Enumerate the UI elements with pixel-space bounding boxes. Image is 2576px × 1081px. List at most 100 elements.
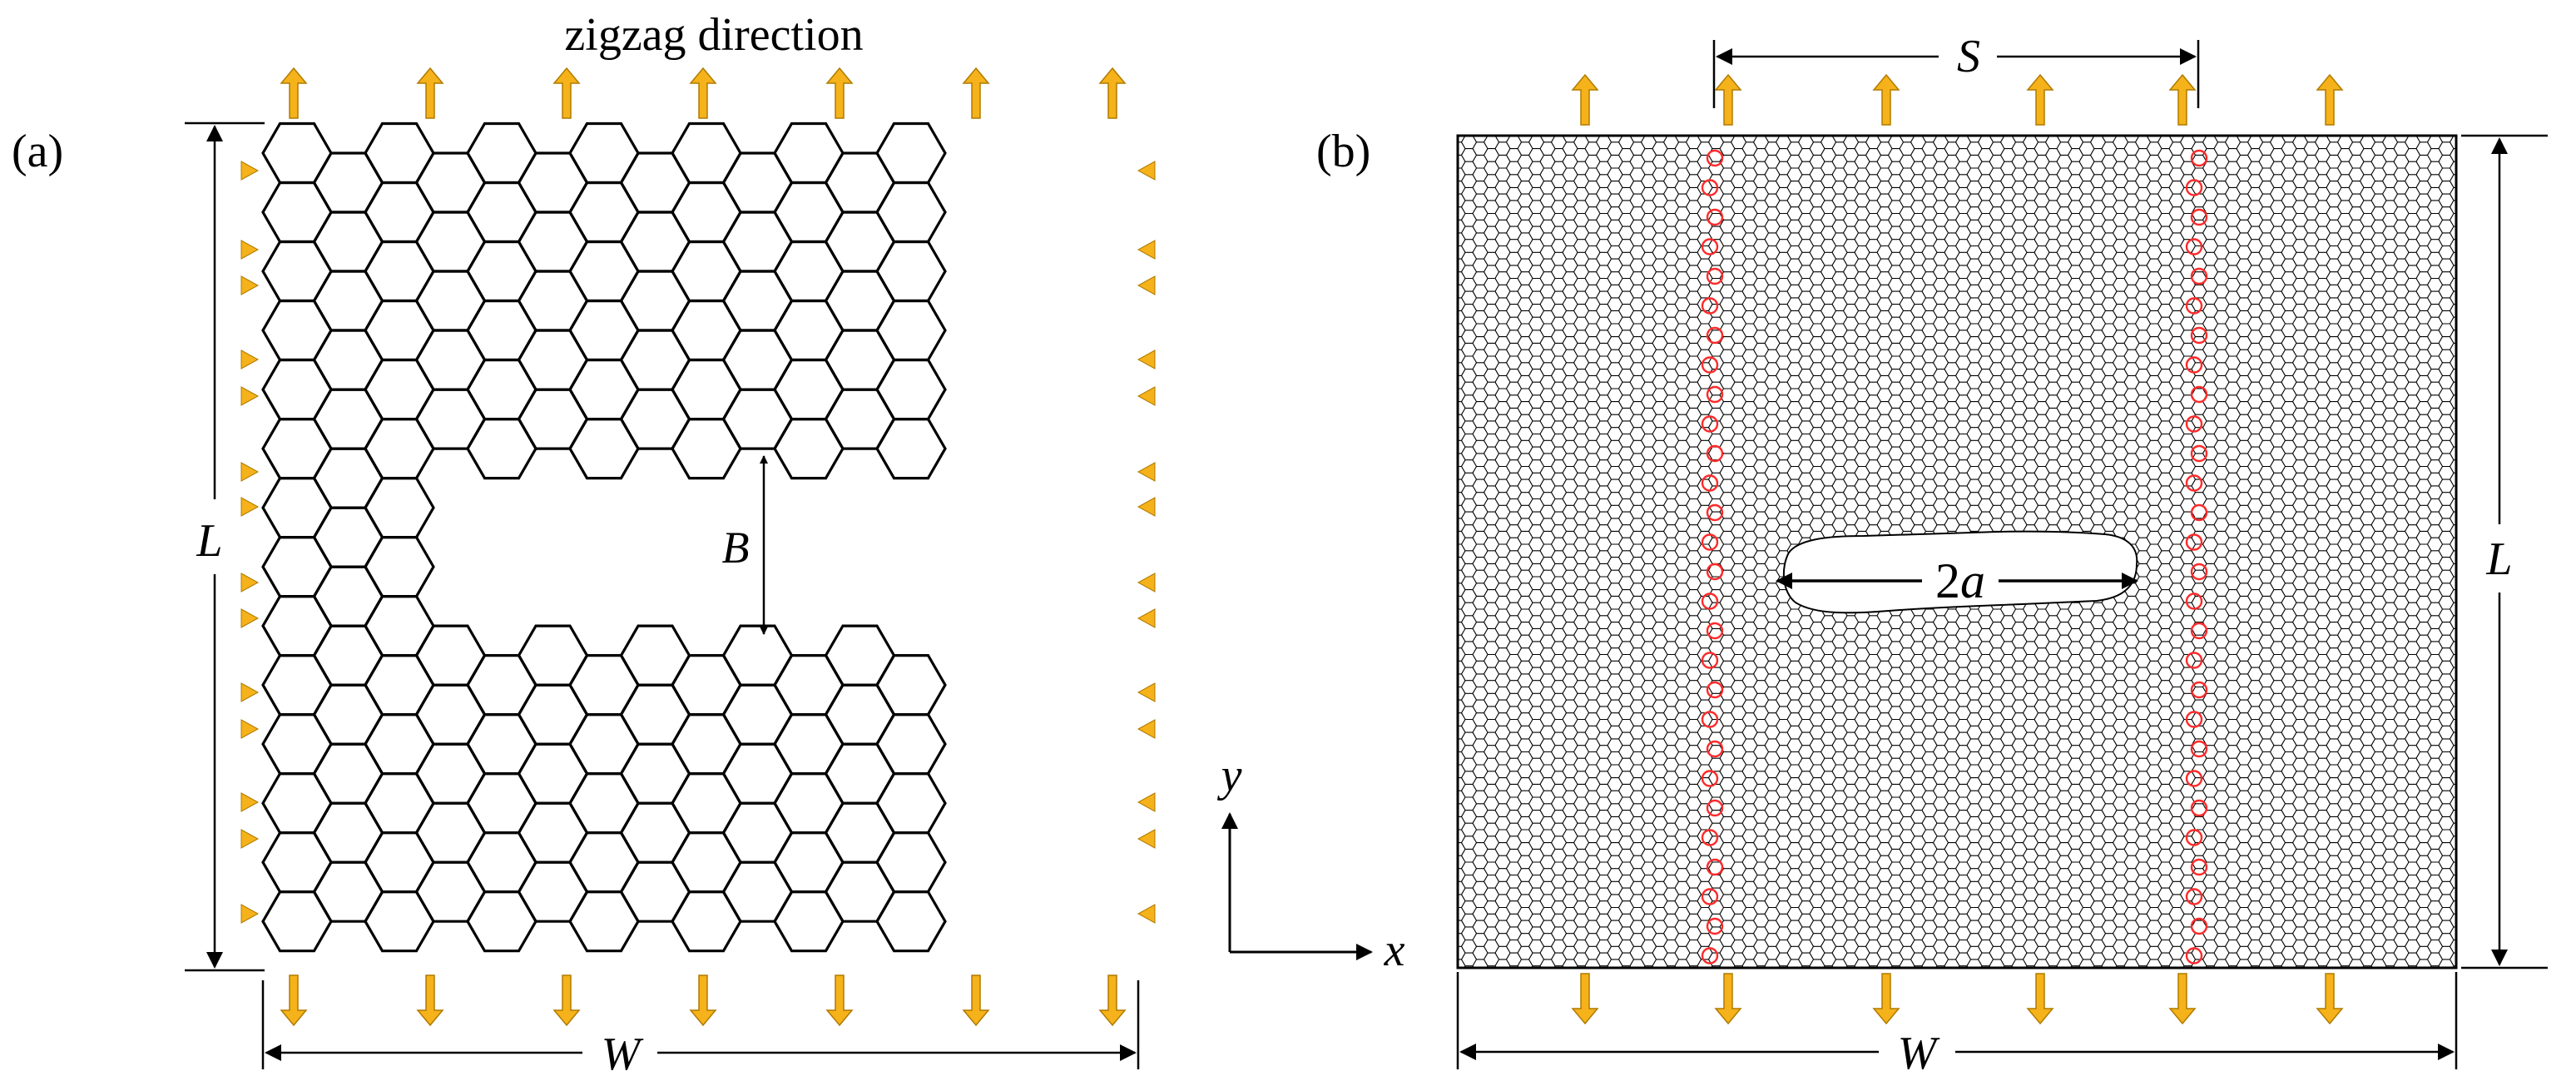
hexagon-cell — [671, 890, 742, 953]
hexagon-cell — [568, 418, 640, 480]
hexagon-cell — [517, 742, 589, 805]
boundary-marker-right — [1137, 350, 1156, 369]
fiber-node — [2185, 297, 2203, 315]
load-arrows-b — [1571, 73, 2344, 1025]
hexagon-cell — [619, 388, 691, 450]
hexagon-cell — [261, 653, 333, 717]
tensile-arrow-top — [1098, 67, 1127, 119]
dimension-L-a: L — [185, 121, 265, 972]
hexagon-cell — [364, 181, 435, 244]
hexagon-cell — [619, 329, 691, 391]
hexagon-cell — [364, 831, 435, 894]
fiber-node — [2185, 711, 2203, 728]
fiber-node — [1701, 593, 1719, 610]
hexagon-cell — [824, 742, 896, 805]
fiber-node — [1706, 681, 1724, 699]
fiber-node — [2185, 415, 2203, 433]
honeycomb-lattice — [261, 121, 947, 953]
tensile-arrow-bottom — [1571, 973, 1599, 1025]
hexagon-cell — [364, 712, 435, 776]
fiber-node — [1706, 267, 1724, 285]
fiber-node — [2190, 563, 2208, 581]
hexagon-cell — [721, 624, 794, 687]
boundary-markers-a — [240, 161, 1156, 924]
hexagon-cell — [517, 151, 589, 214]
fiber-node — [2190, 326, 2208, 345]
hexagon-cell — [671, 712, 742, 776]
tensile-arrow-bottom — [1872, 973, 1900, 1025]
hexagon-cell — [875, 240, 947, 303]
hexagon-cell — [671, 653, 742, 717]
hexagon-cell — [414, 860, 487, 923]
crack-hole — [1782, 530, 2138, 614]
dim-B-label: B — [722, 523, 750, 573]
boundary-marker-right — [1137, 608, 1156, 628]
fiber-node — [2190, 917, 2208, 935]
hexagon-cell — [312, 860, 384, 923]
dimension-2a: 2a 2a — [1776, 553, 2138, 608]
hexagon-cell — [517, 211, 589, 273]
hexagon-cell — [312, 151, 384, 214]
hexagon-cell — [773, 418, 845, 480]
fiber-node — [2190, 740, 2208, 758]
dimension-L-b: L — [2461, 134, 2548, 969]
hexagon-cell — [671, 121, 742, 185]
hexagon-cell — [312, 506, 384, 568]
boundary-marker-left — [240, 904, 260, 924]
hexagon-cell — [261, 594, 333, 657]
hexagon-cell — [414, 211, 487, 273]
hexagon-cell — [414, 624, 487, 687]
hexagon-cell — [261, 535, 333, 598]
hexagon-cell — [364, 240, 435, 303]
fiber-node — [2185, 888, 2203, 905]
fiber-node — [2185, 947, 2203, 964]
hexagon-cell — [261, 299, 333, 362]
tensile-arrow-bottom — [1098, 974, 1127, 1027]
boundary-marker-left — [240, 792, 260, 812]
hexagon-cell — [261, 890, 333, 953]
hexagon-cell — [875, 121, 947, 185]
hexagon-cell — [414, 742, 487, 805]
hexagon-cell — [466, 712, 537, 776]
fiber-node — [1701, 415, 1719, 433]
panel-a-label: (a) — [12, 126, 63, 177]
fiber-column — [1701, 149, 1724, 964]
hexagon-cell — [824, 801, 896, 864]
hexagon-cell — [364, 653, 435, 717]
hexagon-cell — [568, 181, 640, 244]
fiber-node — [1706, 444, 1724, 463]
hexagon-cell — [875, 299, 947, 362]
fiber-node — [2185, 533, 2203, 551]
tensile-arrow-top — [689, 67, 717, 119]
fiber-node — [2190, 267, 2208, 285]
hexagon-cell — [466, 831, 537, 894]
fiber-node — [1701, 238, 1719, 255]
hexagon-cell — [671, 181, 742, 244]
hexagon-cell — [466, 358, 537, 421]
hexagon-cell — [721, 151, 794, 214]
fiber-node — [1706, 326, 1724, 345]
hexagon-cell — [773, 771, 845, 835]
tensile-arrow-top — [552, 67, 581, 119]
dim-W-label-b: W — [1898, 1028, 1940, 1079]
fiber-node — [1706, 917, 1724, 935]
boundary-marker-left — [240, 608, 260, 628]
fiber-node — [1706, 385, 1724, 404]
boundary-marker-left — [240, 462, 260, 482]
fiber-node — [2190, 385, 2208, 404]
panel-a: (a) zigzag direction L W B — [12, 9, 1156, 1080]
fiber-node — [1706, 503, 1724, 522]
crack-length-label: 2a — [1935, 553, 1985, 608]
hexagon-cell — [619, 801, 691, 864]
fiber-node — [1701, 356, 1719, 374]
boundary-marker-left — [240, 240, 260, 260]
hexagon-cell — [364, 299, 435, 362]
boundary-marker-left — [240, 719, 260, 739]
fiber-node — [2190, 858, 2208, 876]
hexagon-cell — [671, 358, 742, 421]
hexagon-cell — [824, 624, 896, 687]
dimension-W-b: W — [1456, 972, 2458, 1079]
fiber-node — [1706, 799, 1724, 817]
hexagon-cell — [261, 476, 333, 539]
